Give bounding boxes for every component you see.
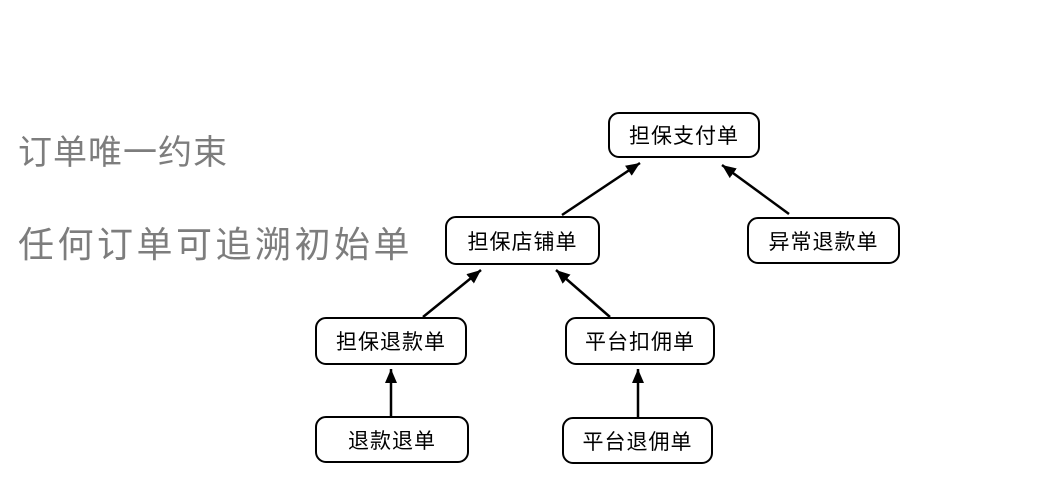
node-guarantee-payment-order: 担保支付单 [608, 112, 760, 158]
node-refund-chargeback-order: 退款退单 [315, 416, 469, 463]
edge-shop-to-payment-arrow [561, 161, 641, 217]
node-platform-commission-refund-order: 平台退佣单 [562, 417, 713, 464]
node-abnormal-refund-order: 异常退款单 [747, 217, 900, 264]
edge-guarantee-refund-to-shop-arrow [422, 269, 482, 318]
node-guarantee-refund-order: 担保退款单 [315, 317, 467, 365]
annotation-unique-constraint: 订单唯一约束 [18, 133, 228, 173]
node-platform-commission-order: 平台扣佣单 [565, 317, 715, 365]
annotation-traceable-to-initial: 任何订单可追溯初始单 [18, 225, 414, 266]
node-guarantee-shop-order: 担保店铺单 [445, 216, 600, 265]
edge-abnormal-refund-to-payment-arrow [721, 163, 790, 216]
edge-commission-to-shop-arrow [555, 269, 611, 318]
